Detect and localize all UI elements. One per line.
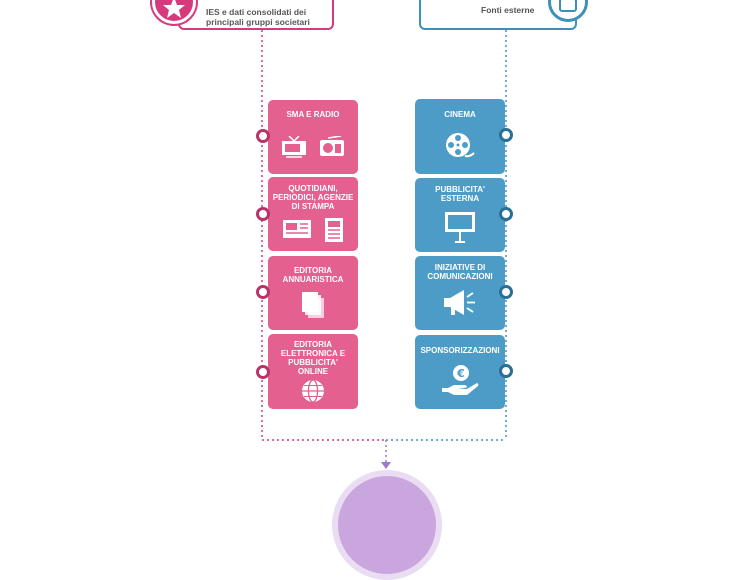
tile-sma-radio: SMA E RADIO bbox=[268, 100, 358, 174]
megaphone-icon bbox=[444, 290, 475, 315]
globe-icon bbox=[302, 379, 324, 403]
tile-sponsorizzazioni-connector bbox=[499, 364, 513, 378]
tile-cinema: CINEMA bbox=[415, 99, 505, 174]
tile-iniziative-comunicazioni-connector bbox=[499, 285, 513, 299]
connector-lines bbox=[261, 30, 507, 469]
tile-pubblicita-esterna: PUBBLICITA' ESTERNA bbox=[415, 178, 505, 252]
billboard-icon bbox=[445, 212, 475, 243]
radio-icon bbox=[320, 136, 344, 156]
tile-iniziative-comunicazioni: INIZIATIVE DI COMUNICAZIONI bbox=[415, 256, 505, 330]
tile-sponsorizzazioni: SPONSORIZZAZIONI € bbox=[415, 335, 505, 409]
document-badge-icon bbox=[548, 0, 588, 22]
svg-text:€: € bbox=[456, 367, 465, 380]
tile-quotidiani: QUOTIDIANI, PERIODICI, AGENZIE DI STAMPA bbox=[268, 177, 358, 251]
external-source-text: Fonti esterne bbox=[481, 5, 535, 15]
books-icon bbox=[302, 292, 324, 318]
tile-editoria-elettronica-connector bbox=[256, 365, 270, 379]
tile-sma-radio-connector bbox=[256, 129, 270, 143]
tile-pubblicita-esterna-connector bbox=[499, 207, 513, 221]
tv-icon bbox=[282, 136, 306, 158]
star-badge-icon bbox=[152, 0, 196, 24]
euro-hand-icon: € bbox=[442, 365, 479, 395]
tile-cinema-connector bbox=[499, 128, 513, 142]
tile-editoria-annuaristica-connector bbox=[256, 285, 270, 299]
magazine-icon bbox=[325, 218, 343, 242]
tile-editoria-elettronica: EDITORIA ELETTRONICA E PUBBLICITA' ONLIN… bbox=[268, 334, 358, 409]
newspaper-icon bbox=[283, 220, 311, 238]
tile-quotidiani-connector bbox=[256, 207, 270, 221]
result-circle bbox=[332, 470, 442, 580]
tile-editoria-annuaristica: EDITORIA ANNUARISTICA bbox=[268, 256, 358, 330]
internal-source-text: IES e dati consolidati dei principali gr… bbox=[206, 7, 310, 27]
internal-source-box: IES e dati consolidati dei principali gr… bbox=[178, 0, 334, 30]
film-reel-icon bbox=[446, 133, 475, 158]
